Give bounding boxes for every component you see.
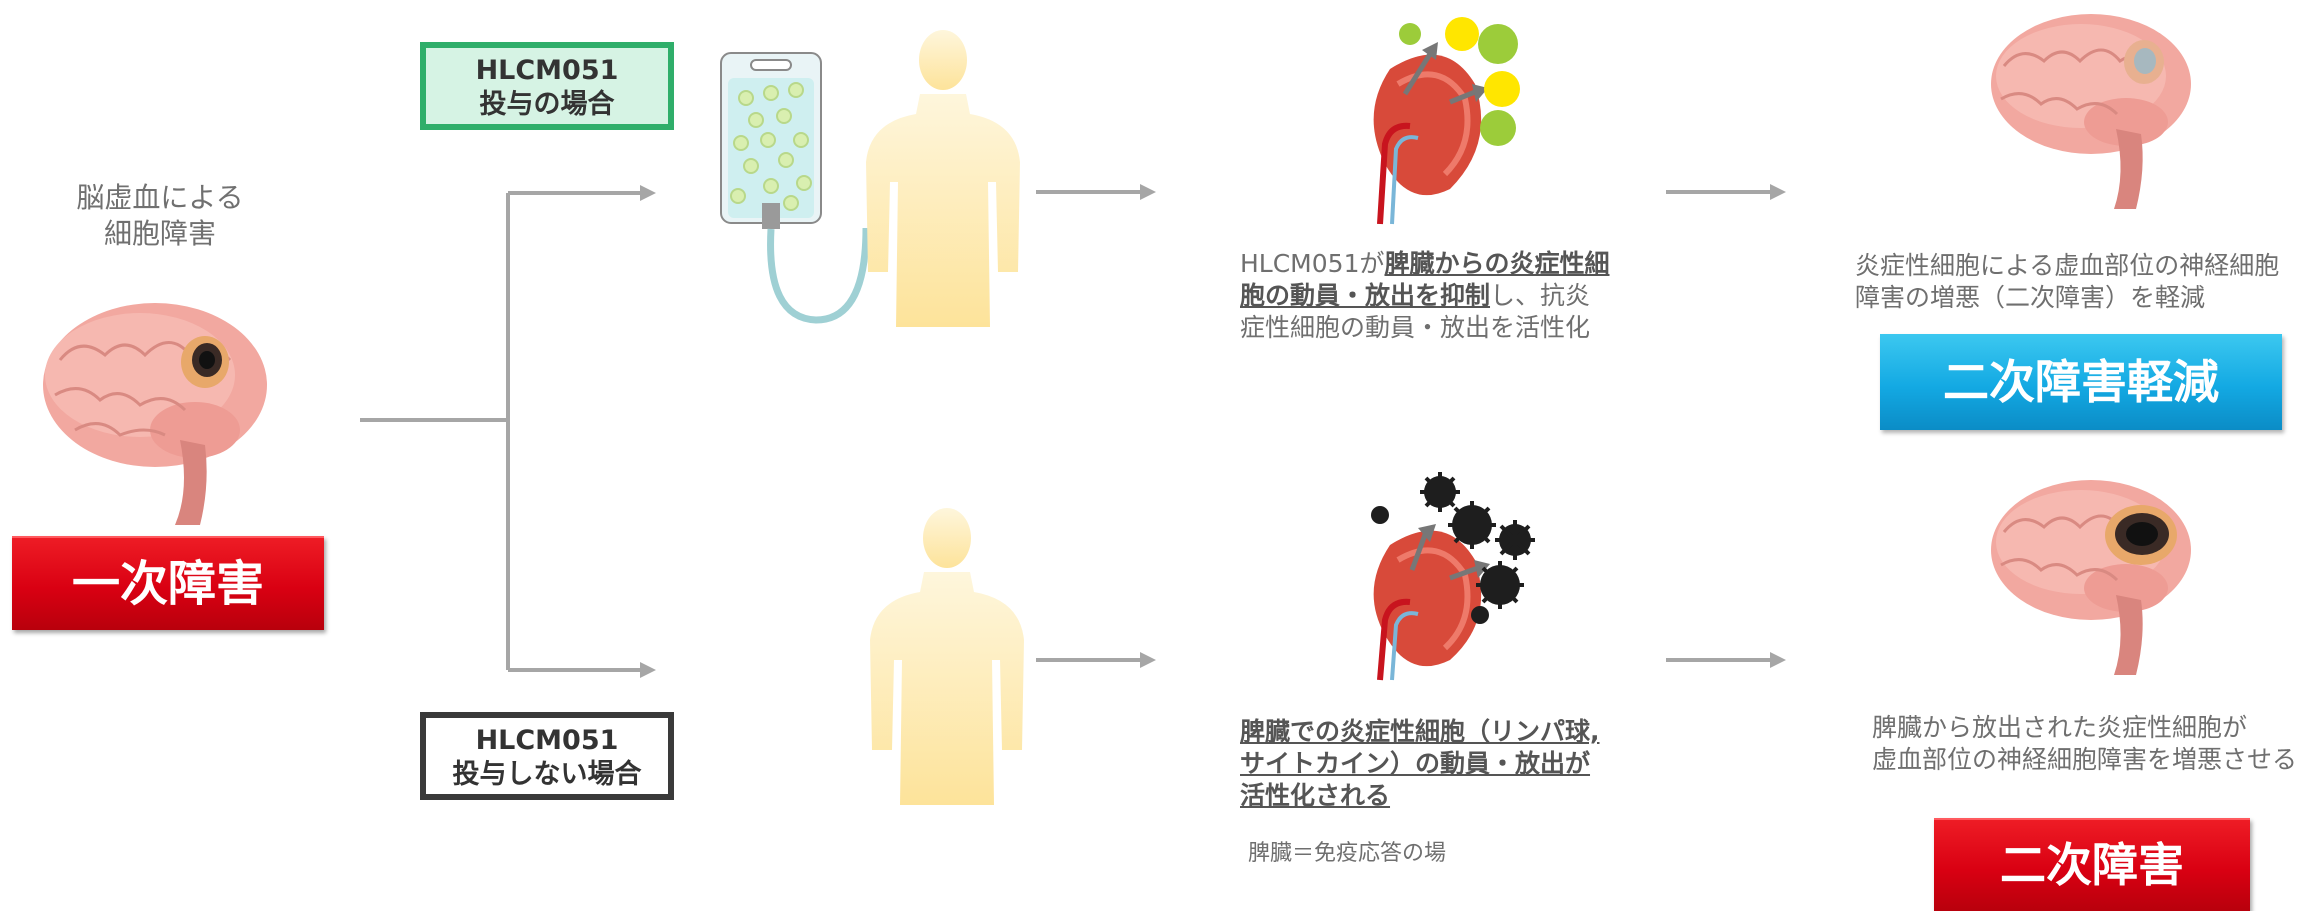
desc-post1: し、抗炎	[1490, 281, 1590, 310]
spleen-note: 脾臓＝免疫応答の場	[1248, 838, 1548, 870]
with-drug-description: HLCM051が脾臓からの炎症性細 胞の動員・放出を抑制し、抗炎 症性細胞の動員…	[1240, 248, 1640, 344]
worsened-line1: 脾臓から放出された炎症性細胞が	[1872, 712, 2322, 744]
brain-worsened-image	[1976, 470, 2206, 680]
without-drug-description: 脾臓での炎症性細胞（リンパ球, サイトカイン）の動員・放出が 活性化される	[1240, 716, 1660, 812]
brain-reduced-image	[1976, 4, 2206, 214]
desc-line3: 症性細胞の動員・放出を活性化	[1240, 312, 1640, 344]
spleen-bottom-image	[1350, 470, 1540, 680]
worsened-result-text: 脾臓から放出された炎症性細胞が 虚血部位の神経細胞障害を増悪させる	[1872, 712, 2322, 776]
without-desc-line3: 活性化される	[1240, 780, 1660, 812]
without-desc-line1: 脾臓での炎症性細胞（リンパ球,	[1240, 716, 1660, 748]
worsened-line2: 虚血部位の神経細胞障害を増悪させる	[1872, 744, 2322, 776]
desc-bold2: 胞の動員・放出を抑制	[1240, 281, 1490, 310]
spleen-top-image	[1350, 14, 1530, 224]
desc-pre: HLCM051が	[1240, 249, 1384, 278]
without-desc-line2: サイトカイン）の動員・放出が	[1240, 748, 1660, 780]
reduced-line2: 障害の増悪（二次障害）を軽減	[1855, 282, 2315, 314]
desc-bold1: 脾臓からの炎症性細	[1384, 249, 1609, 278]
secondary-reduced-banner: 二次障害軽減	[1880, 334, 2282, 430]
reduced-line1: 炎症性細胞による虚血部位の神経細胞	[1855, 250, 2315, 282]
secondary-damage-banner: 二次障害	[1934, 818, 2250, 911]
reduced-result-text: 炎症性細胞による虚血部位の神経細胞 障害の増悪（二次障害）を軽減	[1855, 250, 2315, 314]
